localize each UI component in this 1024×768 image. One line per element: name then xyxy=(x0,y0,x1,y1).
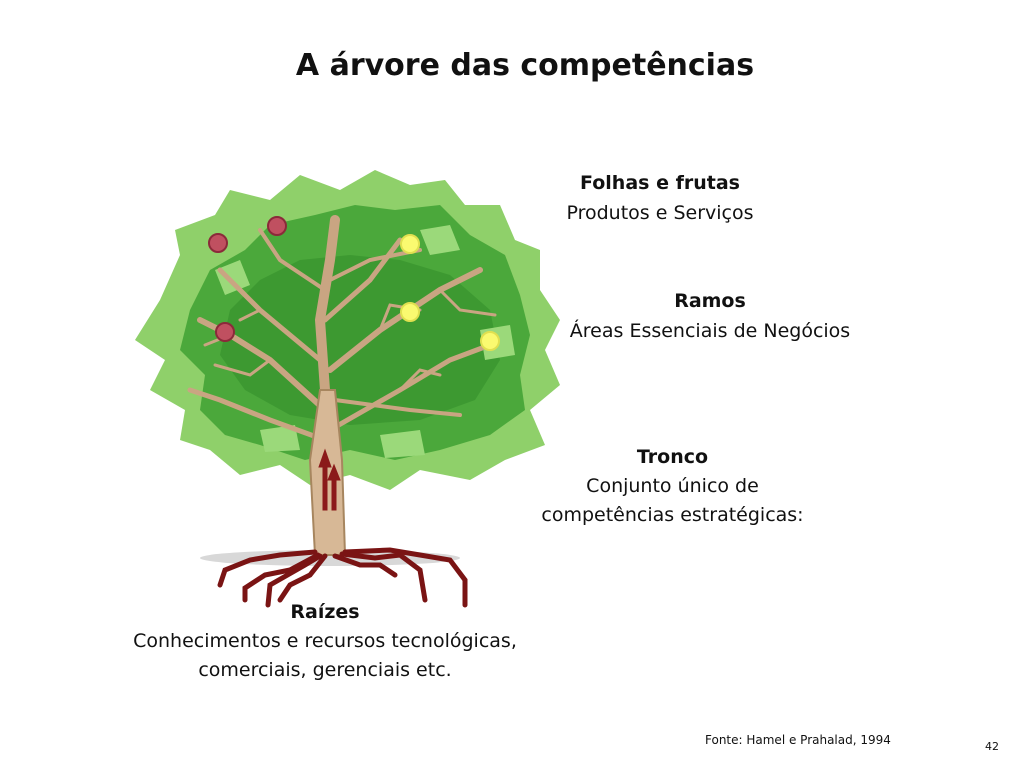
page-number: 42 xyxy=(985,740,999,753)
label-tronco: Tronco Conjunto único de competências es… xyxy=(500,443,845,530)
label-tronco-heading: Tronco xyxy=(636,446,709,468)
label-tronco-line2: competências estratégicas: xyxy=(541,504,804,526)
tree-foliage xyxy=(135,170,560,490)
label-ramos-text: Áreas Essenciais de Negócios xyxy=(569,320,851,342)
fruit-red xyxy=(215,322,235,342)
source-citation: Fonte: Hamel e Prahalad, 1994 xyxy=(705,733,891,747)
label-raizes: Raízes Conhecimentos e recursos tecnológ… xyxy=(110,598,540,685)
fruit-red xyxy=(208,233,228,253)
tree-illustration xyxy=(135,170,560,608)
label-raizes-line1: Conhecimentos e recursos tecnológicas, xyxy=(133,630,517,652)
label-ramos: Ramos Áreas Essenciais de Negócios xyxy=(550,286,870,346)
fruit-yellow xyxy=(400,302,420,322)
fruit-yellow xyxy=(480,331,500,351)
label-ramos-heading: Ramos xyxy=(674,290,746,312)
fruit-yellow xyxy=(400,234,420,254)
fruits xyxy=(208,216,500,351)
page-title: A árvore das competências xyxy=(295,48,755,83)
label-folhas-heading: Folhas e frutas xyxy=(580,172,740,194)
label-raizes-heading: Raízes xyxy=(290,601,360,623)
label-tronco-line1: Conjunto único de xyxy=(586,475,759,497)
label-folhas-e-frutas: Folhas e frutas Produtos e Serviços xyxy=(520,168,800,228)
label-folhas-text: Produtos e Serviços xyxy=(566,202,754,224)
label-raizes-line2: comerciais, gerenciais etc. xyxy=(198,659,452,681)
fruit-red xyxy=(267,216,287,236)
tree-roots xyxy=(217,547,468,608)
arrow-up-icon xyxy=(318,448,341,511)
